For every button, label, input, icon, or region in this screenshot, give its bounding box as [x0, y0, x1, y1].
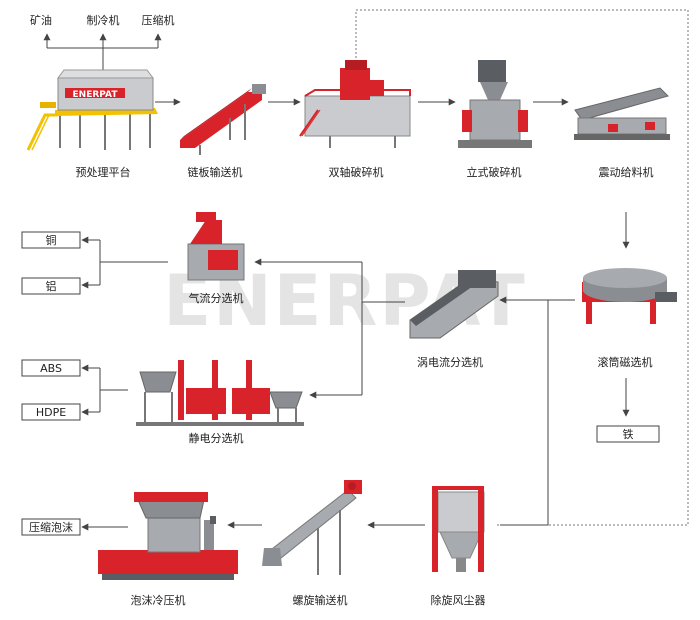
label-foam-cold-press: 泡沫冷压机 [131, 593, 186, 607]
output-box-abs: ABS [21, 359, 81, 377]
label-vertical-crusher: 立式破碎机 [467, 165, 522, 179]
output-box-copper: 铜 [21, 231, 81, 249]
svg-text:铝: 铝 [46, 279, 57, 293]
output-compressor: 压缩机 [142, 13, 175, 27]
output-refrigerant: 制冷机 [87, 13, 120, 27]
label-cyclone-dust-collector: 除旋风尘器 [431, 593, 486, 607]
label-air-flow-separator: 气流分选机 [189, 291, 244, 305]
foam-cold-press-machine [98, 492, 238, 580]
screw-conveyor-machine [262, 480, 362, 575]
svg-text:铜: 铜 [46, 233, 57, 247]
label-pretreatment-platform: 预处理平台 [76, 165, 131, 179]
twin-shaft-shredder-machine [299, 60, 411, 148]
svg-text:铁: 铁 [623, 428, 634, 441]
output-mineral-oil: 矿油 [30, 13, 52, 27]
chain-conveyor-machine [180, 84, 266, 155]
label-twin-shaft-shredder: 双轴破碎机 [329, 165, 384, 179]
cyclone-dust-collector-machine [432, 486, 485, 572]
vertical-crusher-machine [458, 60, 532, 148]
label-chain-conveyor: 链板输送机 [188, 165, 243, 179]
output-box-hdpe: HDPE [21, 403, 81, 421]
eddy-branch-arrows [254, 258, 405, 399]
pretreatment-platform-machine: ENERPAT [26, 69, 158, 151]
enerpat-logo: ENERPAT [73, 90, 119, 100]
magnetic-to-cyclone-line [500, 300, 549, 526]
label-drum-magnetic-separator: 滚筒磁选机 [598, 355, 653, 369]
svg-text:压缩泡沫: 压缩泡沫 [29, 520, 73, 534]
electrostatic-separator-machine [136, 360, 304, 426]
electrostatic-output-arrows [81, 364, 128, 416]
label-vibrating-feeder: 震动给料机 [599, 165, 654, 179]
drum-magnetic-separator-machine [582, 268, 677, 324]
output-box-compressed-foam: 压缩泡沫 [21, 518, 81, 536]
dust-extraction-line [355, 9, 689, 526]
vibrating-feeder-machine [574, 87, 670, 140]
svg-text:HDPE: HDPE [36, 406, 66, 419]
output-box-aluminum: 铝 [21, 277, 81, 295]
eddy-current-separator-machine [409, 270, 499, 339]
top-output-connector [43, 33, 162, 74]
svg-text:ABS: ABS [40, 362, 62, 375]
air-separator-output-arrows [81, 236, 168, 289]
label-electrostatic-separator: 静电分选机 [189, 431, 244, 445]
output-box-iron: 铁 [596, 425, 660, 443]
label-screw-conveyor: 螺旋输送机 [293, 593, 348, 607]
air-flow-separator-machine [187, 212, 245, 281]
label-eddy-current-separator: 涡电流分选机 [417, 355, 483, 369]
